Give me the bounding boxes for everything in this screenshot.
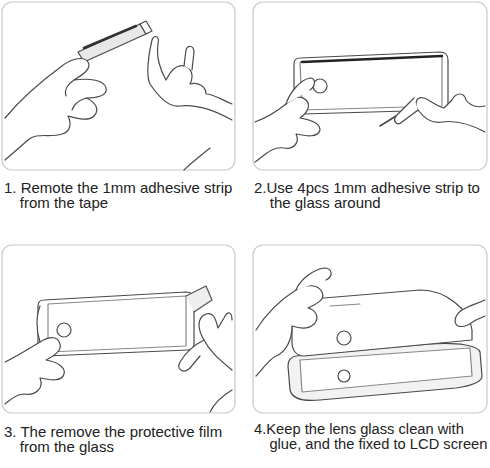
right-hand bbox=[455, 300, 485, 327]
right-hand bbox=[179, 313, 232, 412]
left-hand bbox=[255, 78, 320, 162]
right-hand bbox=[148, 37, 232, 170]
panel-frame bbox=[2, 245, 235, 413]
panel-frame bbox=[253, 245, 487, 413]
glass-panel bbox=[38, 286, 212, 356]
left-hand bbox=[5, 59, 106, 160]
panel-frame bbox=[253, 2, 487, 170]
right-hand bbox=[380, 94, 485, 132]
left-hand bbox=[256, 268, 331, 376]
step-caption: 3. The remove the protective film from t… bbox=[4, 424, 238, 454]
tape-strip bbox=[78, 21, 152, 62]
left-hand bbox=[5, 306, 64, 404]
step-caption: 1. Remote the 1mm adhesive strip from th… bbox=[4, 180, 238, 210]
step-caption: 4.Keep the lens glass clean with glue, a… bbox=[254, 422, 488, 451]
panel-frame bbox=[2, 2, 235, 170]
step-caption: 2.Use 4pcs 1mm adhesive strip to the gla… bbox=[254, 180, 488, 210]
